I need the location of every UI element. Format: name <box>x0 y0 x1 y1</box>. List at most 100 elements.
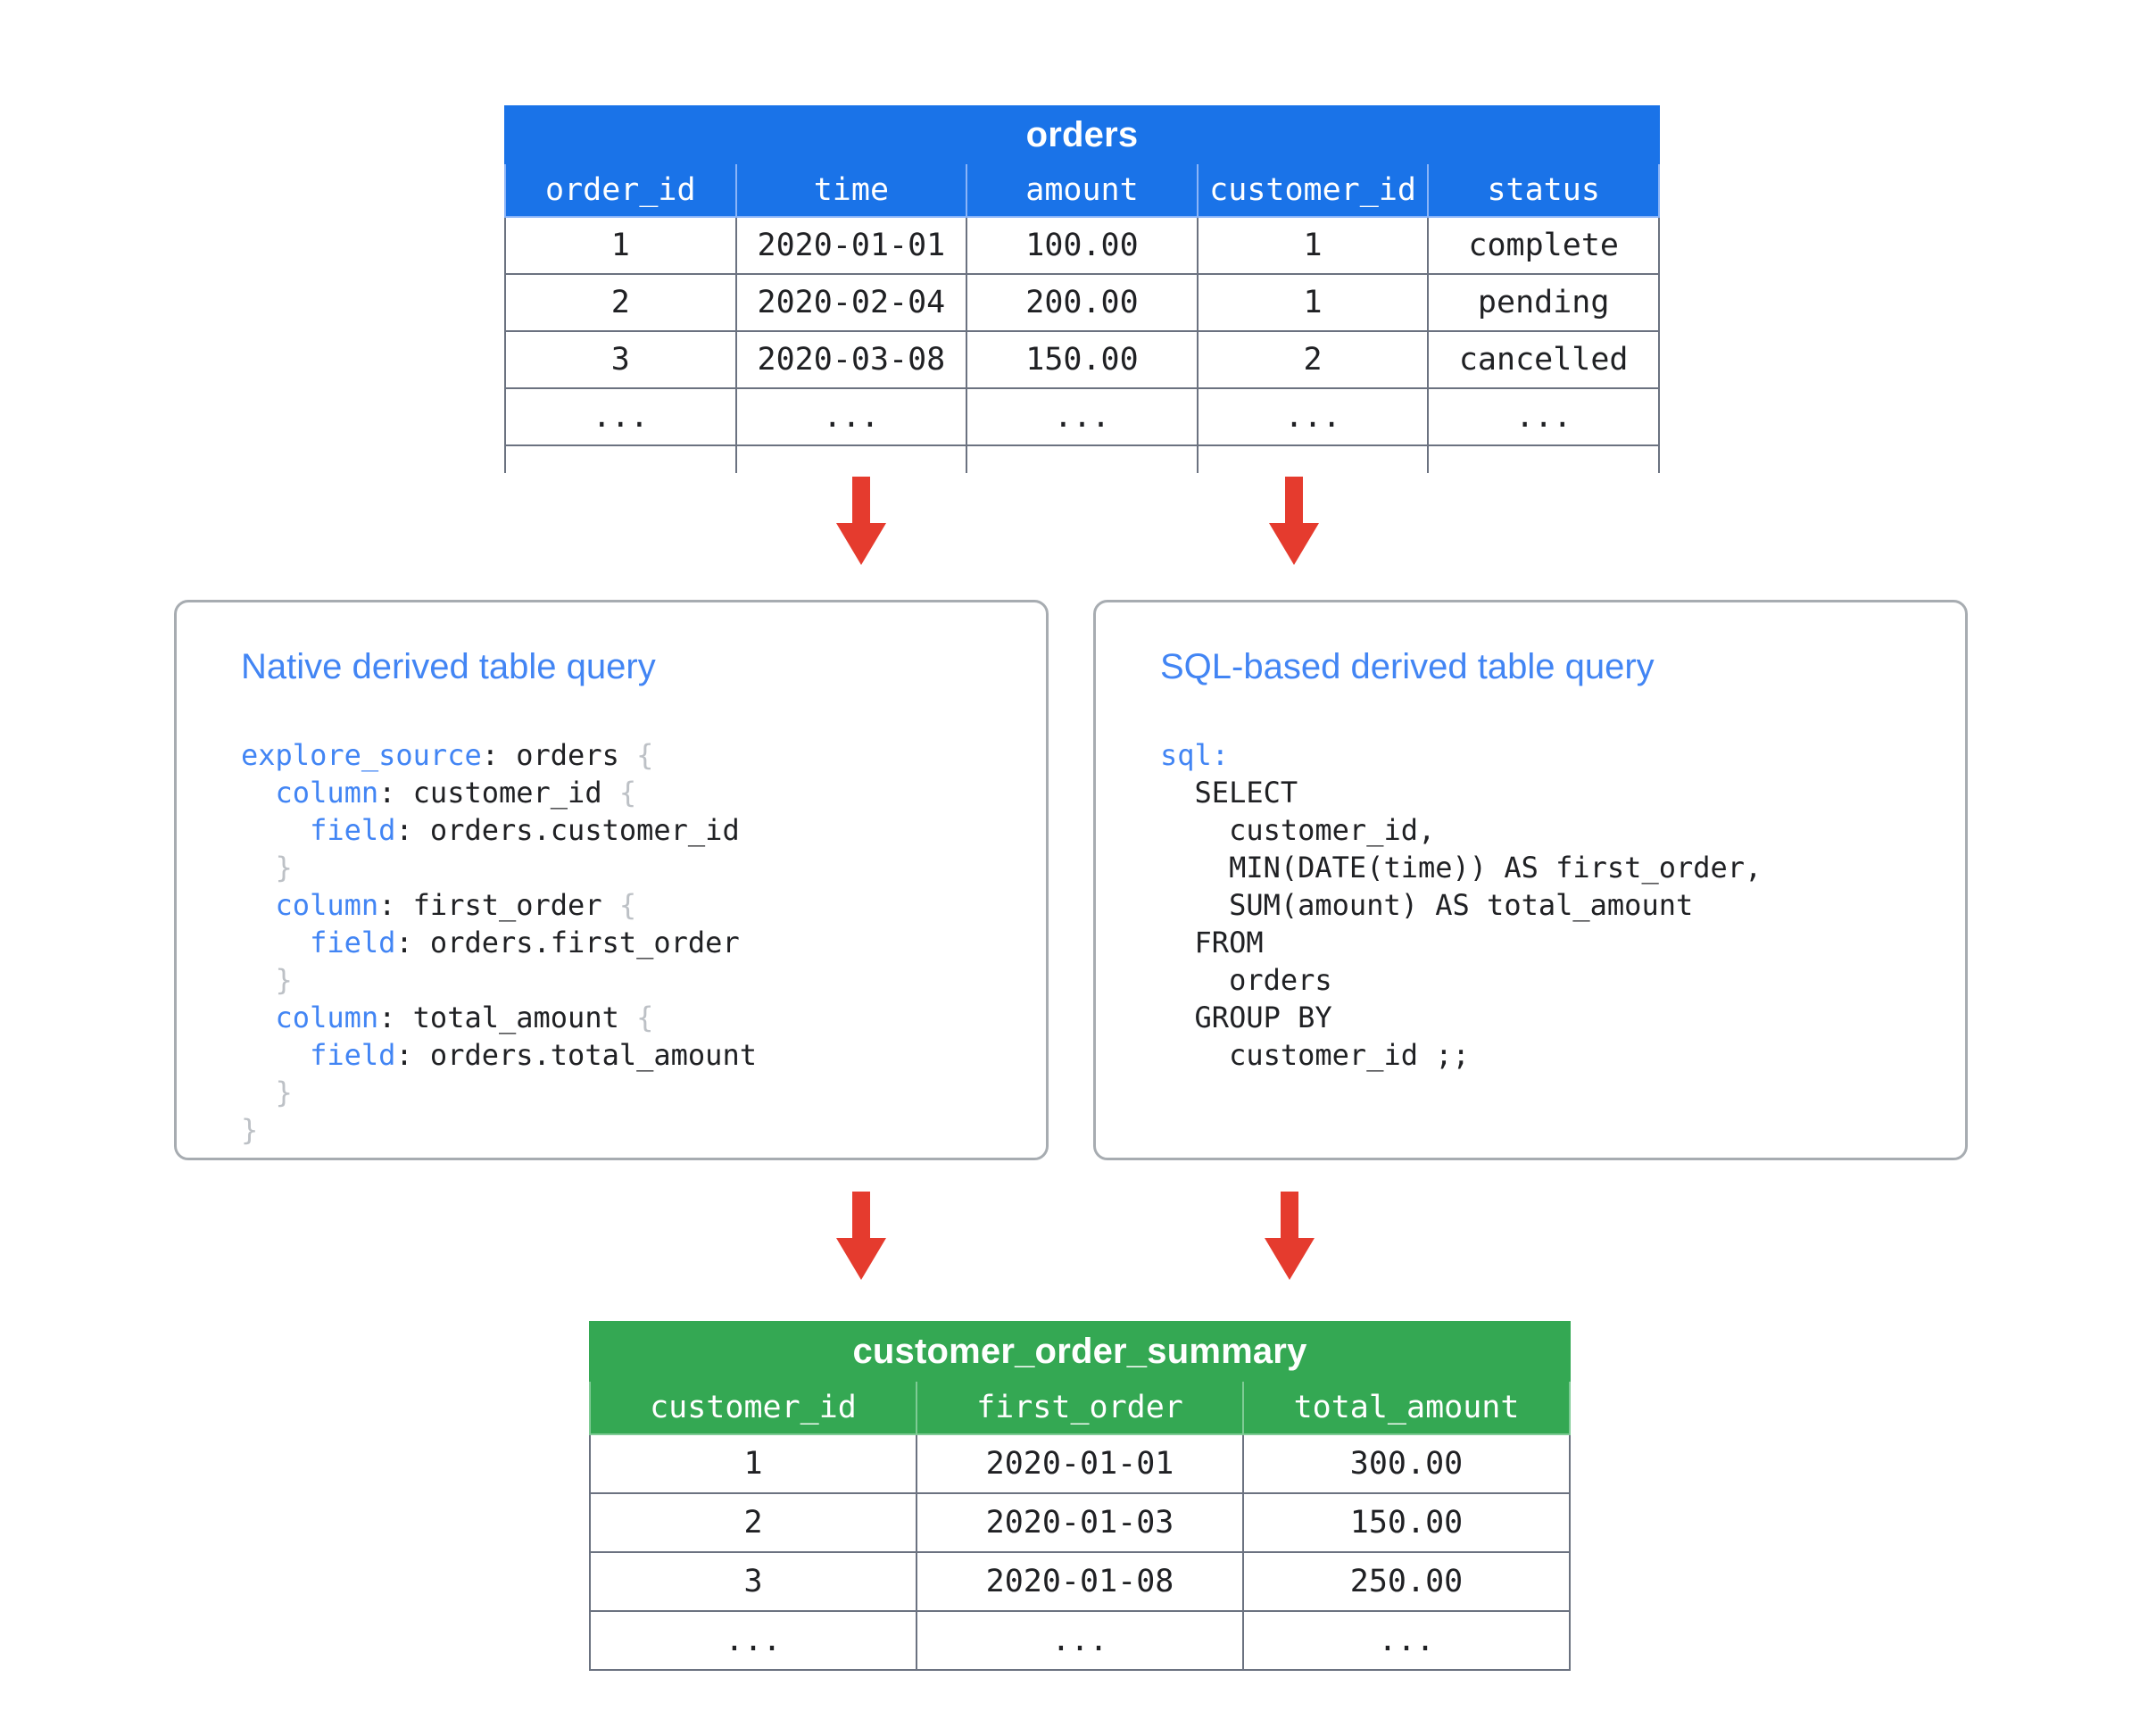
orders-cell-amount: 200.00 <box>966 273 1199 332</box>
code-line: SUM(amount) AS total_amount <box>1160 886 1762 924</box>
summary-cell-first-order: 2020-01-08 <box>916 1551 1244 1612</box>
orders-cell-time: 2020-01-01 <box>734 216 968 275</box>
arrow-down-icon <box>1268 477 1320 566</box>
orders-cell-ellipsis: ... <box>734 387 968 446</box>
orders-cell-order-id: 3 <box>504 330 737 389</box>
native-card-title: Native derived table query <box>241 647 656 686</box>
table-row-ellipsis: ... ... ... <box>589 1610 1571 1671</box>
code-text: SUM(amount) AS total_amount <box>1160 888 1694 922</box>
summary-table-body: customer_order_summary customer_id first… <box>589 1321 1571 1671</box>
summary-title-row: customer_order_summary <box>589 1321 1571 1382</box>
code-line: GROUP BY <box>1160 999 1762 1036</box>
code-keyword: field <box>310 926 396 959</box>
orders-cell-clipped <box>504 444 737 473</box>
summary-cell-customer-id: 1 <box>589 1433 917 1494</box>
code-text: : orders.total_amount <box>395 1038 757 1072</box>
code-keyword: column <box>275 888 379 922</box>
orders-cell-customer-id: 1 <box>1196 273 1430 332</box>
summary-table-name: customer_order_summary <box>589 1321 1571 1382</box>
code-keyword: field <box>310 1038 396 1072</box>
orders-table-name: orders <box>504 105 1660 164</box>
orders-cell-ellipsis: ... <box>504 387 737 446</box>
summary-column-header-first-order: first_order <box>916 1380 1244 1435</box>
code-text <box>241 1076 276 1109</box>
table-row: 2 2020-01-03 150.00 <box>589 1492 1571 1553</box>
orders-column-header-status: status <box>1427 162 1660 218</box>
code-line: sql: <box>1160 736 1762 774</box>
orders-column-header-time: time <box>734 162 968 218</box>
orders-cell-clipped <box>966 444 1199 473</box>
summary-cell-total-amount: 300.00 <box>1242 1433 1571 1494</box>
code-brace: { <box>636 738 654 772</box>
code-line: } <box>241 1111 757 1149</box>
summary-cell-customer-id: 2 <box>589 1492 917 1553</box>
code-keyword: column <box>275 1001 379 1034</box>
summary-cell-total-amount: 250.00 <box>1242 1551 1571 1612</box>
table-row-ellipsis: ... ... ... ... ... <box>504 387 1660 446</box>
code-line: field: orders.first_order <box>241 924 757 961</box>
summary-cell-ellipsis: ... <box>1242 1610 1571 1671</box>
code-text: orders <box>1160 963 1332 997</box>
orders-column-header-order-id: order_id <box>504 162 737 218</box>
code-line: } <box>241 961 757 999</box>
code-line: field: orders.customer_id <box>241 811 757 849</box>
code-keyword: column <box>275 776 379 810</box>
sql-card-title: SQL-based derived table query <box>1160 647 1655 686</box>
arrow-down-icon <box>835 477 887 566</box>
code-line: } <box>241 849 757 886</box>
summary-cell-first-order: 2020-01-03 <box>916 1492 1244 1553</box>
table-row: 1 2020-01-01 300.00 <box>589 1433 1571 1494</box>
code-line: customer_id ;; <box>1160 1036 1762 1074</box>
native-derived-table-card: Native derived table query explore_sourc… <box>174 600 1049 1160</box>
code-keyword: explore_source <box>241 738 482 772</box>
summary-header-row: customer_id first_order total_amount <box>589 1380 1571 1435</box>
arrow-down-icon <box>835 1192 887 1281</box>
native-query-code: explore_source: orders { column: custome… <box>241 736 757 1149</box>
code-brace: } <box>275 1076 293 1109</box>
orders-cell-ellipsis: ... <box>1427 387 1660 446</box>
code-text <box>241 851 276 885</box>
orders-cell-order-id: 2 <box>504 273 737 332</box>
orders-column-header-customer-id: customer_id <box>1196 162 1430 218</box>
code-text: : total_amount <box>378 1001 637 1034</box>
orders-column-header-amount: amount <box>966 162 1199 218</box>
code-line: } <box>241 1074 757 1111</box>
code-line: column: total_amount { <box>241 999 757 1036</box>
orders-cell-amount: 150.00 <box>966 330 1199 389</box>
orders-table-body: orders order_id time amount customer_id … <box>504 105 1660 473</box>
code-brace: } <box>275 851 293 885</box>
orders-cell-amount: 100.00 <box>966 216 1199 275</box>
code-text <box>241 888 276 922</box>
code-text: GROUP BY <box>1160 1001 1332 1034</box>
orders-cell-clipped <box>734 444 968 473</box>
code-brace: { <box>636 1001 654 1034</box>
orders-cell-time: 2020-03-08 <box>734 330 968 389</box>
code-keyword: sql: <box>1160 738 1230 772</box>
code-text: customer_id, <box>1160 813 1436 847</box>
orders-cell-customer-id: 1 <box>1196 216 1430 275</box>
orders-source-table: orders order_id time amount customer_id … <box>504 105 1660 473</box>
code-text <box>241 963 276 997</box>
code-keyword: field <box>310 813 396 847</box>
table-row: 3 2020-01-08 250.00 <box>589 1551 1571 1612</box>
orders-cell-clipped <box>1196 444 1430 473</box>
code-line: customer_id, <box>1160 811 1762 849</box>
sql-derived-table-card: SQL-based derived table query sql: SELEC… <box>1093 600 1968 1160</box>
sql-query-code: sql: SELECT customer_id, MIN(DATE(time))… <box>1160 736 1762 1074</box>
code-line: FROM <box>1160 924 1762 961</box>
code-text: : first_order <box>378 888 619 922</box>
code-line: SELECT <box>1160 774 1762 811</box>
code-text: FROM <box>1160 926 1264 959</box>
orders-cell-status: cancelled <box>1427 330 1660 389</box>
table-row-clipped <box>504 444 1660 473</box>
code-line: MIN(DATE(time)) AS first_order, <box>1160 849 1762 886</box>
code-line: explore_source: orders { <box>241 736 757 774</box>
code-text: : customer_id <box>378 776 619 810</box>
orders-cell-clipped <box>1427 444 1660 473</box>
table-row: 2 2020-02-04 200.00 1 pending <box>504 273 1660 332</box>
orders-cell-order-id: 1 <box>504 216 737 275</box>
code-text: customer_id ;; <box>1160 1038 1470 1072</box>
code-text: : orders <box>481 738 637 772</box>
summary-cell-ellipsis: ... <box>589 1610 917 1671</box>
code-text: : orders.first_order <box>395 926 740 959</box>
